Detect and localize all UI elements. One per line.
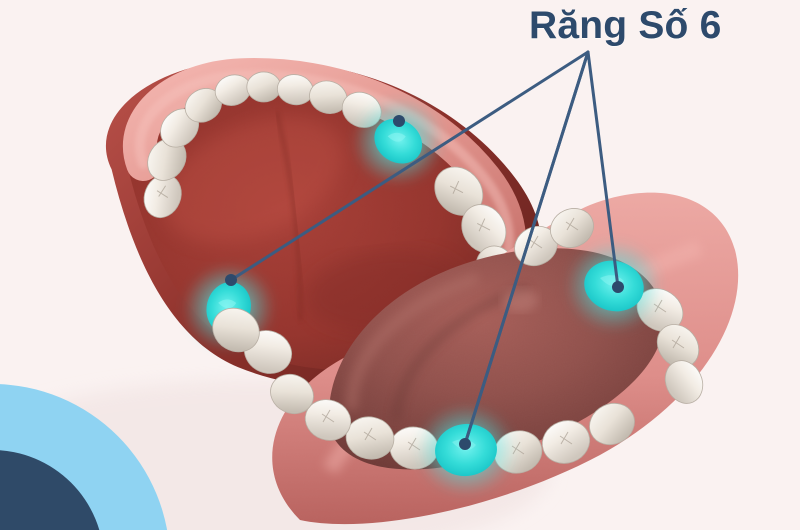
lower-teeth-right bbox=[514, 208, 704, 404]
leader-line-4 bbox=[463, 50, 590, 446]
dot-marker-icon bbox=[225, 115, 624, 450]
leader-line-1 bbox=[229, 50, 590, 282]
highlight-lower-front bbox=[416, 404, 516, 496]
highlight-upper-front bbox=[352, 97, 445, 186]
upper-overhang-teeth bbox=[212, 307, 293, 374]
leader-line-icon bbox=[229, 50, 620, 446]
lower-jaw bbox=[212, 192, 739, 525]
marker-upper-back bbox=[225, 274, 237, 286]
marker-lower-right bbox=[612, 281, 624, 293]
marker-lower-front bbox=[459, 438, 471, 450]
marker-upper-front bbox=[393, 115, 405, 127]
corner-arc-decoration-icon bbox=[0, 384, 168, 530]
leader-line-2 bbox=[586, 50, 620, 289]
page-title: Răng Số 6 bbox=[529, 4, 722, 47]
